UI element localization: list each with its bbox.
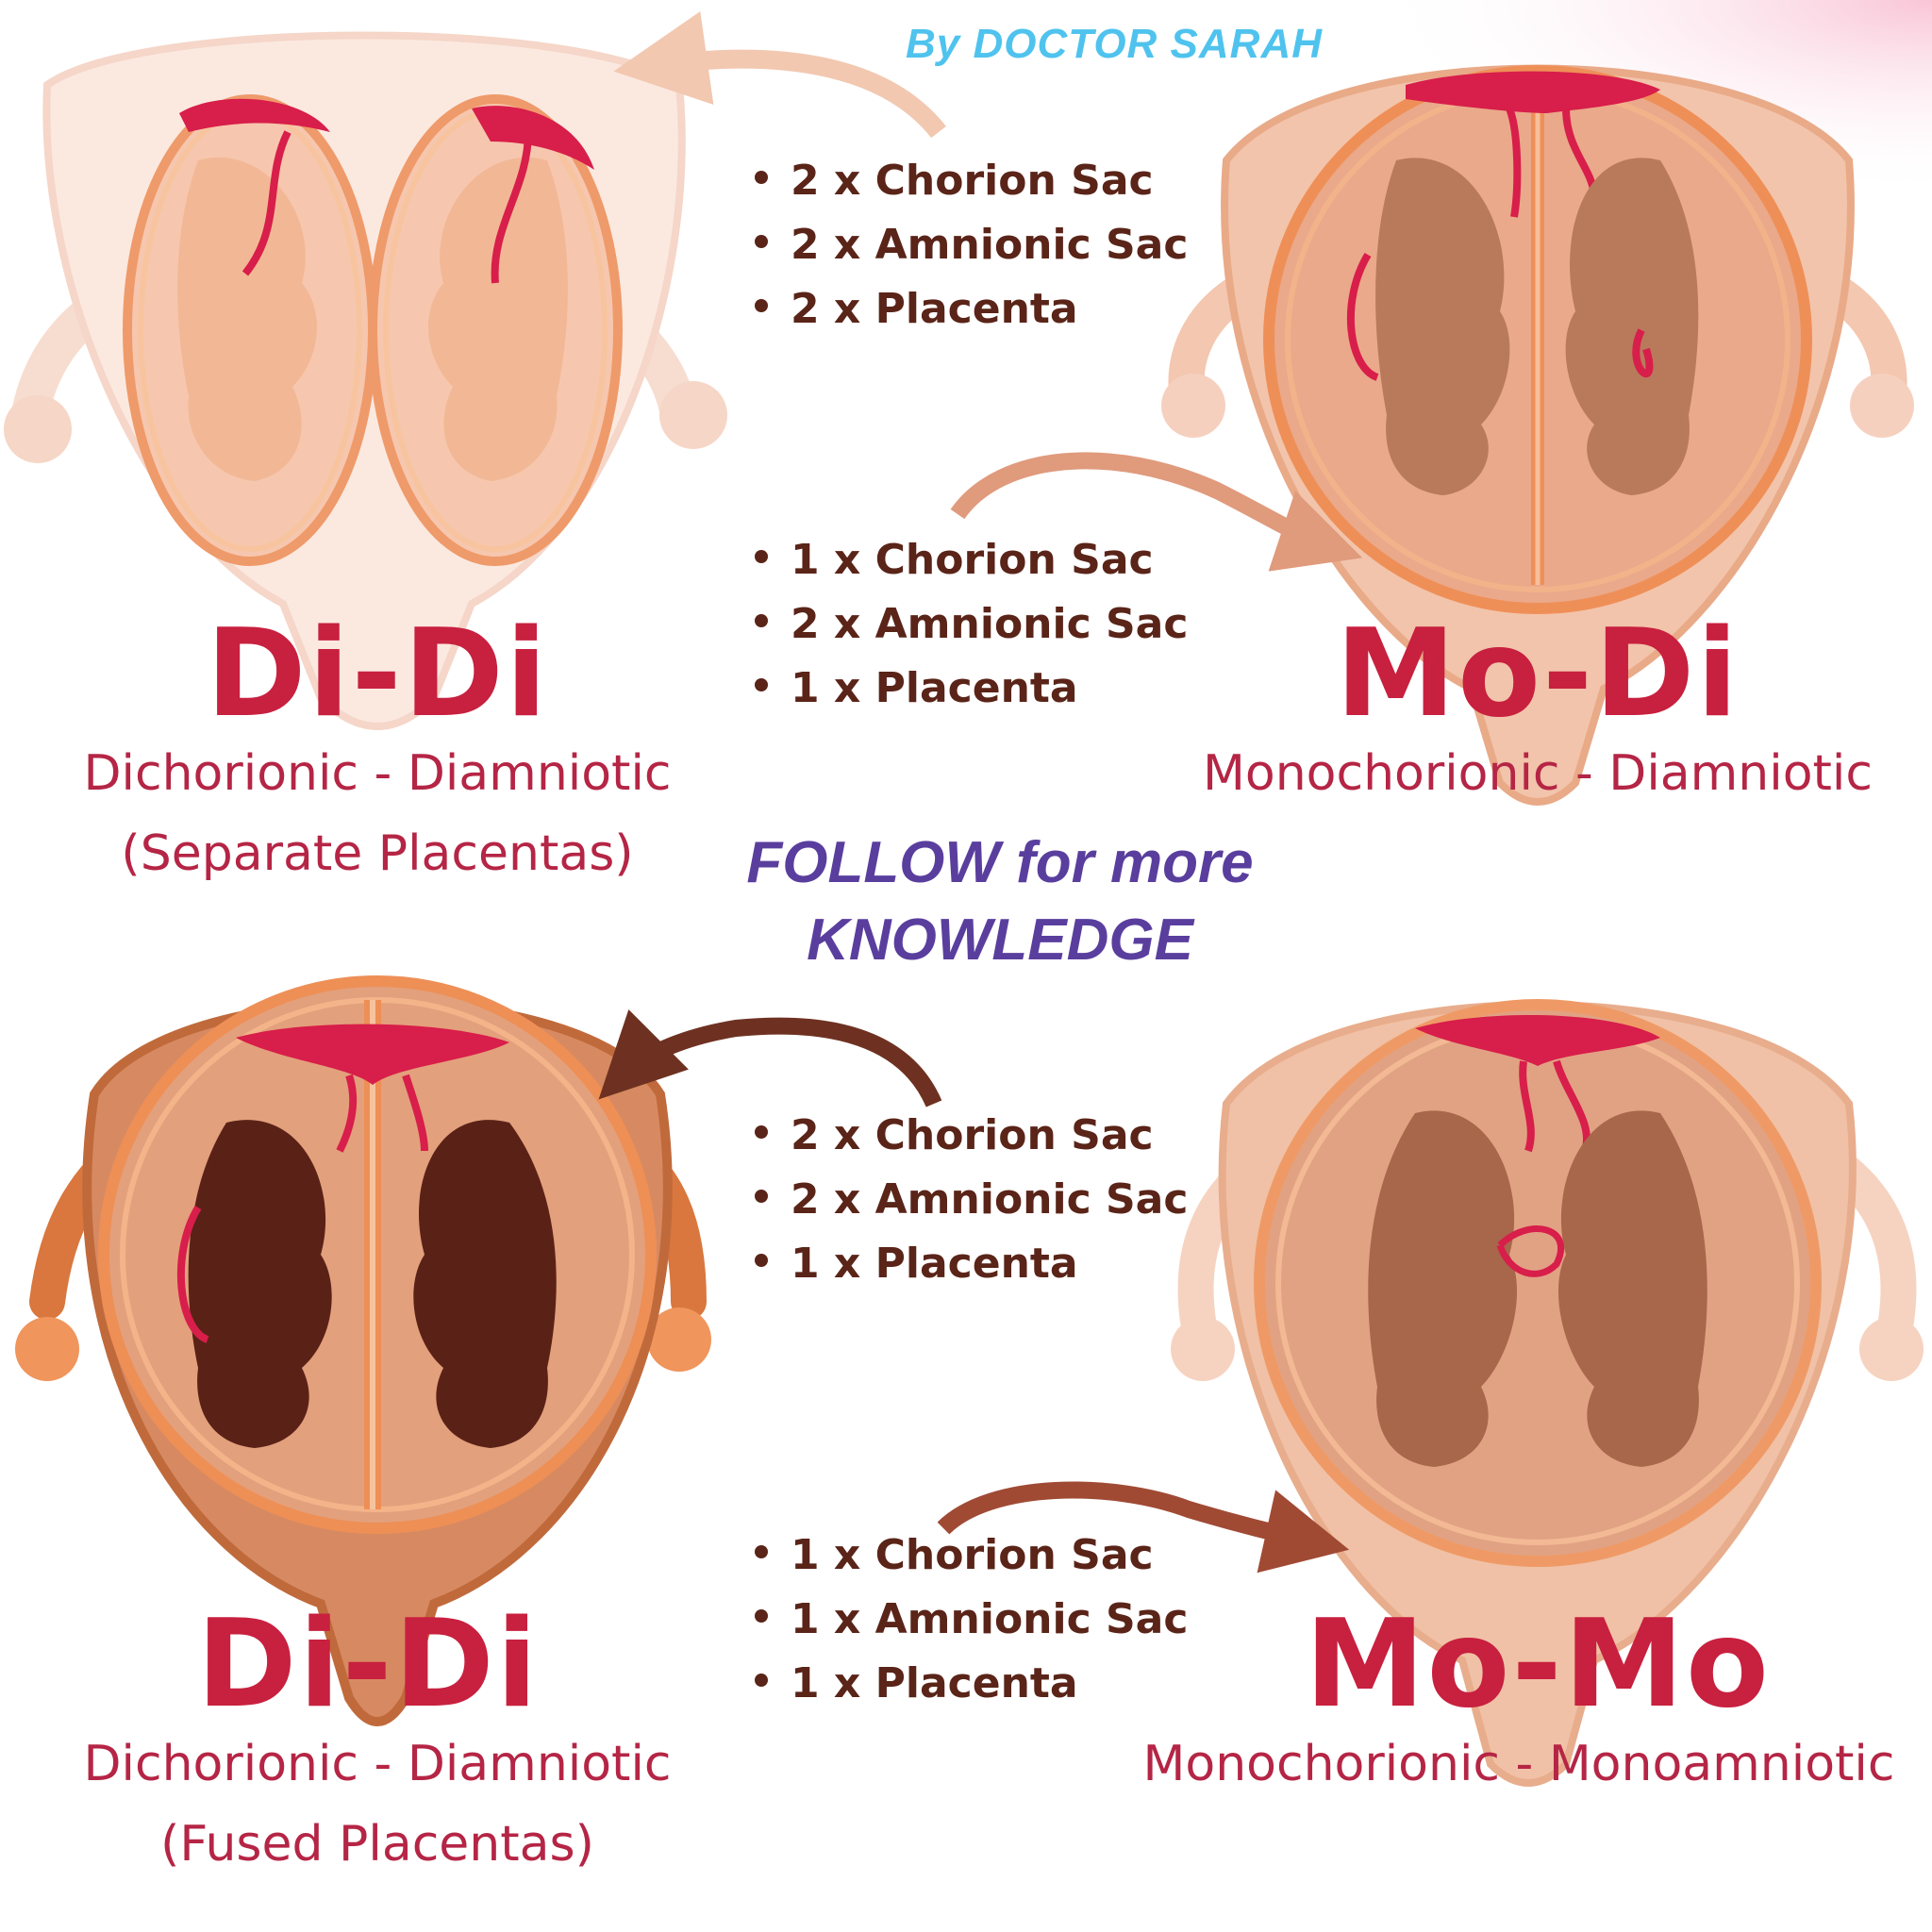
bullet-icon: [755, 678, 768, 691]
placenta-left-separate: [179, 98, 594, 170]
fact-item: 2 x Chorion Sac: [755, 149, 1188, 213]
bullet-icon: [755, 171, 768, 184]
placenta-fused: [236, 1024, 509, 1153]
bullet-icon: [755, 614, 768, 627]
fact-item: 2 x Amnionic Sac: [755, 213, 1188, 277]
bullet-icon: [755, 550, 768, 563]
follow-cta-line1: FOLLOW for more: [746, 830, 1254, 895]
arrow-to-didi-separate: [613, 11, 946, 139]
fact-item: 2 x Chorion Sac: [755, 1104, 1188, 1168]
bullet-icon: [755, 235, 768, 248]
fact-item: 1 x Chorion Sac: [755, 1524, 1188, 1588]
title-abbr-didi-separate: Di-Di: [206, 604, 549, 744]
fact-item: 2 x Amnionic Sac: [755, 592, 1188, 657]
facts-list-didi-separate: 2 x Chorion Sac 2 x Amnionic Sac 2 x Pla…: [755, 149, 1188, 341]
fetus-pair-momo: [1368, 1110, 1707, 1467]
fact-item: 2 x Placenta: [755, 277, 1188, 341]
bullet-icon: [755, 1254, 768, 1267]
fact-item: 1 x Amnionic Sac: [755, 1588, 1188, 1652]
facts-list-momo: 1 x Chorion Sac 1 x Amnionic Sac 1 x Pla…: [755, 1524, 1188, 1716]
author-credit: By DOCTOR SARAH: [906, 21, 1324, 67]
facts-list-modi: 1 x Chorion Sac 2 x Amnionic Sac 1 x Pla…: [755, 528, 1188, 721]
fetus-pair-modi: [1346, 158, 1699, 496]
fact-item: 2 x Amnionic Sac: [755, 1168, 1188, 1232]
follow-cta-line2: KNOWLEDGE: [807, 908, 1193, 973]
title-abbr-didi-fused: Di-Di: [196, 1594, 540, 1735]
title-abbr-momo: Mo-Mo: [1305, 1594, 1771, 1735]
fact-item: 1 x Placenta: [755, 1232, 1188, 1296]
title-note-didi-separate: (Separate Placentas): [121, 825, 634, 882]
facts-list-didi-fused: 2 x Chorion Sac 2 x Amnionic Sac 1 x Pla…: [755, 1104, 1188, 1296]
fact-item: 1 x Placenta: [755, 1652, 1188, 1716]
fetus-pair-fused: [176, 1120, 557, 1448]
arrow-to-modi: [950, 452, 1363, 572]
bullet-icon: [755, 1545, 768, 1558]
title-full-didi-separate: Dichorionic - Diamniotic: [83, 745, 672, 802]
fact-item: 1 x Chorion Sac: [755, 528, 1188, 592]
title-full-didi-fused: Dichorionic - Diamniotic: [83, 1736, 672, 1792]
title-full-modi: Monochorionic - Diamniotic: [1203, 745, 1873, 802]
fetus-pair-separate: [177, 130, 568, 482]
title-note-didi-fused: (Fused Placentas): [160, 1816, 594, 1873]
arrow-to-momo: [937, 1481, 1350, 1574]
bullet-icon: [755, 1125, 768, 1139]
fact-item: 1 x Placenta: [755, 657, 1188, 721]
bullet-icon: [755, 1674, 768, 1687]
bullet-icon: [755, 1190, 768, 1203]
bullet-icon: [755, 1609, 768, 1623]
bullet-icon: [755, 299, 768, 312]
title-abbr-modi: Mo-Di: [1335, 604, 1740, 744]
arrow-to-didi-fused: [598, 1008, 942, 1108]
title-full-momo: Monochorionic - Monoamniotic: [1142, 1736, 1895, 1792]
